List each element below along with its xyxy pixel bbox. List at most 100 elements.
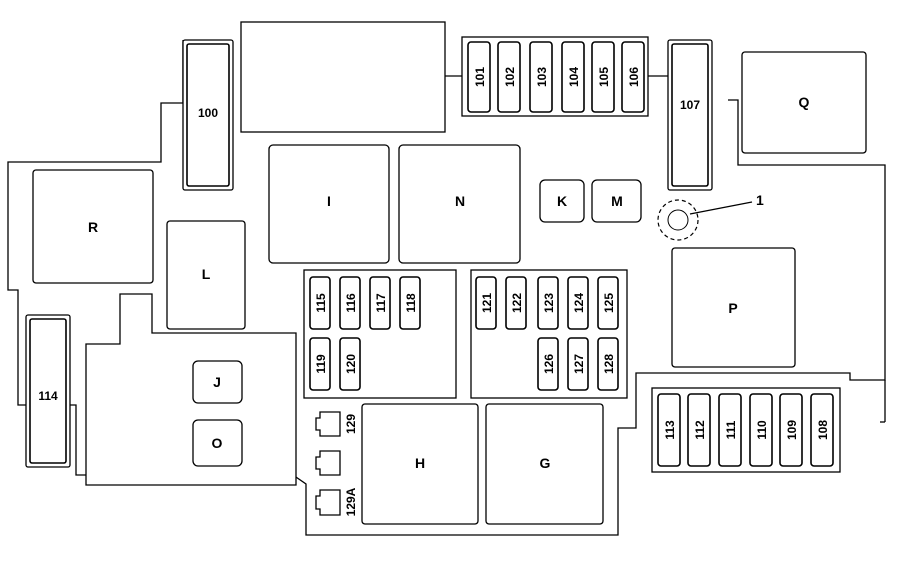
fuse-116: 116 <box>339 276 361 330</box>
connector-129-label: 129 <box>344 414 358 434</box>
fuse-104: 104 <box>561 41 585 113</box>
fuse-111: 111 <box>718 393 742 467</box>
relay-j-label: J <box>213 374 221 390</box>
fuse-104-label: 104 <box>567 67 581 87</box>
fuse-126: 126 <box>537 337 559 391</box>
fuse-114: 114 <box>25 314 71 468</box>
fuse-112: 112 <box>687 393 711 467</box>
fuse-118-label: 118 <box>404 293 418 313</box>
fuse-120: 120 <box>339 337 361 391</box>
fuse-100: 100 <box>182 39 234 191</box>
relay-n: N <box>398 144 521 264</box>
dashed-circle-icon <box>657 199 699 241</box>
fuse-100-label: 100 <box>198 106 218 120</box>
fuse-118: 118 <box>399 276 421 330</box>
relay-l-label: L <box>202 266 211 282</box>
fuse-105: 105 <box>591 41 615 113</box>
relay-p: P <box>671 247 796 368</box>
fuse-108: 108 <box>810 393 834 467</box>
connector-icon <box>315 450 341 476</box>
connector-icon <box>315 489 341 516</box>
fuse-127: 127 <box>567 337 589 391</box>
relay-j: J <box>192 360 243 404</box>
fuse-117-label: 117 <box>374 293 388 313</box>
fuse-strip-108-113 <box>651 387 841 473</box>
fuse-108-label: 108 <box>816 420 830 440</box>
fuse-124-label: 124 <box>572 293 586 313</box>
fuse-121: 121 <box>475 276 497 330</box>
fuse-113-label: 113 <box>663 420 677 440</box>
fuse-109: 109 <box>779 393 803 467</box>
fuse-112-label: 112 <box>693 420 707 440</box>
connector-129a: 129A <box>315 487 358 516</box>
fuse-125: 125 <box>597 276 619 330</box>
fuse-106-label: 106 <box>627 67 641 87</box>
bottom-left-block <box>85 293 297 486</box>
fuse-107: 107 <box>667 39 713 191</box>
relay-o-label: O <box>212 435 223 451</box>
callout-leader-line <box>689 201 753 215</box>
fuse-106: 106 <box>621 41 645 113</box>
relay-g: G <box>485 403 604 525</box>
relay-o: O <box>192 419 243 467</box>
relay-m: M <box>591 179 642 223</box>
relay-n-label: N <box>455 193 465 209</box>
relay-q-label: Q <box>799 94 810 110</box>
fuse-124: 124 <box>567 276 589 330</box>
relay-h-label: H <box>415 455 425 471</box>
relay-i: I <box>268 144 390 264</box>
fuse-125-label: 125 <box>602 293 616 313</box>
fuse-117: 117 <box>369 276 391 330</box>
fuse-115-label: 115 <box>314 293 328 313</box>
fuse-120-label: 120 <box>344 354 358 374</box>
fuse-123: 123 <box>537 276 559 330</box>
fuse-101-label: 101 <box>473 67 487 87</box>
relay-l: L <box>166 220 246 330</box>
top-relay-block <box>240 21 446 133</box>
relay-r-label: R <box>88 219 98 235</box>
relay-h: H <box>361 403 479 525</box>
relay-r: R <box>32 169 154 284</box>
fuse-110-label: 110 <box>755 420 769 440</box>
fuse-111-label: 111 <box>724 420 738 439</box>
fuse-119: 119 <box>309 337 331 391</box>
fuse-128: 128 <box>597 337 619 391</box>
connector-unlabeled <box>315 450 341 476</box>
fuse-123-label: 123 <box>542 293 556 313</box>
fuse-102: 102 <box>497 41 521 113</box>
fuse-114-label: 114 <box>38 389 58 403</box>
relay-k: K <box>539 179 585 223</box>
relay-k-label: K <box>557 193 567 209</box>
fuse-122-label: 122 <box>510 293 524 313</box>
fuse-107-label: 107 <box>680 98 700 112</box>
fuse-box-outline <box>7 40 886 536</box>
circle-icon <box>667 209 689 231</box>
fuse-101: 101 <box>467 41 491 113</box>
relay-m-label: M <box>611 193 623 209</box>
relay-g-label: G <box>540 455 551 471</box>
fuse-109-label: 109 <box>785 420 799 440</box>
relay-i-label: I <box>327 193 331 209</box>
callout-1-label: 1 <box>756 192 764 208</box>
fuse-122: 122 <box>505 276 527 330</box>
fuse-105-label: 105 <box>597 67 611 87</box>
callout-1: 1 <box>657 192 764 241</box>
connector-129a-label: 129A <box>344 487 358 516</box>
fuse-116-label: 116 <box>344 293 358 313</box>
fuse-128-label: 128 <box>602 354 616 374</box>
fuse-110: 110 <box>749 393 773 467</box>
fuse-121-label: 121 <box>480 293 494 313</box>
fuse-103-label: 103 <box>535 67 549 87</box>
fuse-127-label: 127 <box>572 354 586 374</box>
connector-icon <box>315 411 341 437</box>
relay-p-label: P <box>728 300 737 316</box>
fuse-102-label: 102 <box>503 67 517 87</box>
connector-129: 129 <box>315 411 358 437</box>
fuse-115: 115 <box>309 276 331 330</box>
fuse-strip-101-106 <box>461 36 649 117</box>
fuse-103: 103 <box>529 41 553 113</box>
fuse-113: 113 <box>657 393 681 467</box>
fuse-126-label: 126 <box>542 354 556 374</box>
relay-q: Q <box>741 51 867 154</box>
